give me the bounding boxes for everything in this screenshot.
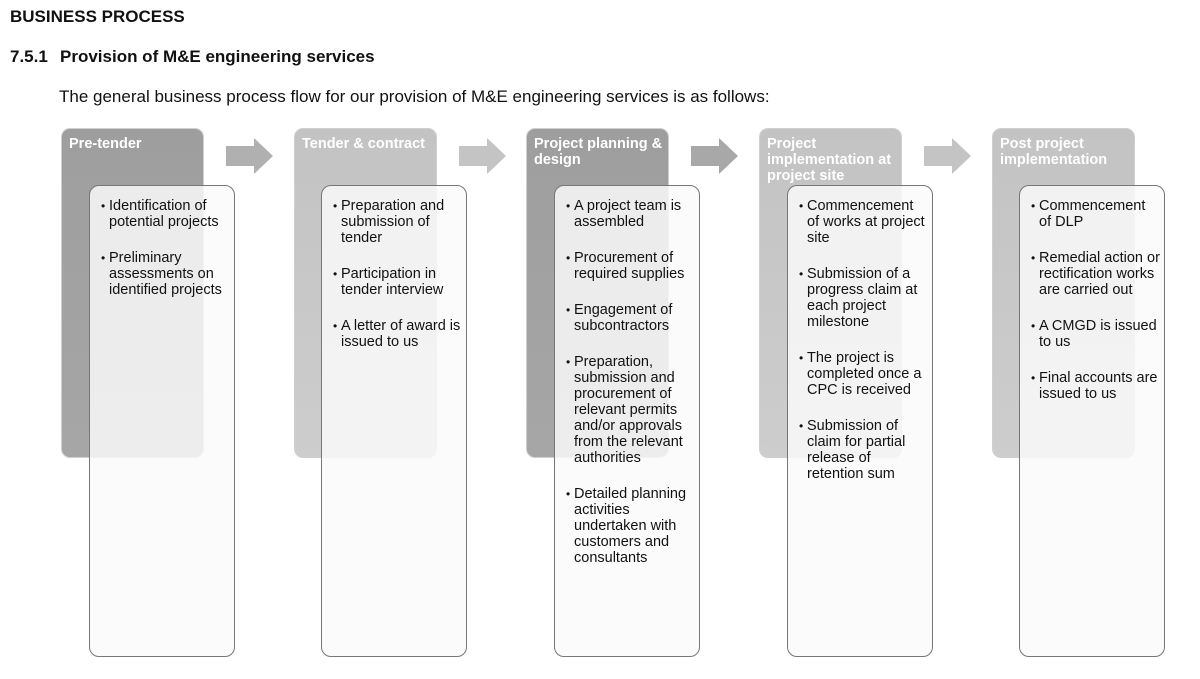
stage-steps-box: Preparation and submission of tender Par… (321, 185, 467, 657)
step-item: Identification of potential projects (101, 198, 230, 230)
stage-title: Pre-tender (69, 136, 142, 152)
step-item: Preliminary assessments on identified pr… (101, 250, 230, 298)
stage-title: Tender & contract (302, 136, 426, 152)
step-item: Commencement of works at project site (799, 198, 928, 246)
stage-steps-box: Identification of potential projects Pre… (89, 185, 235, 657)
step-item: Preparation, submission and procurement … (566, 354, 695, 466)
arrow-right-icon (924, 138, 971, 174)
step-item: Submission of a progress claim at each p… (799, 266, 928, 330)
intro-text: The general business process flow for ou… (59, 87, 770, 106)
stage-steps-box: Commencement of works at project site Su… (787, 185, 933, 657)
step-item: Preparation and submission of tender (333, 198, 462, 246)
step-item: Procurement of required supplies (566, 250, 695, 282)
subsection-number: 7.5.1 (10, 47, 48, 66)
step-item: Commencement of DLP (1031, 198, 1160, 230)
step-item: Submission of claim for partial release … (799, 418, 928, 482)
subsection-title: Provision of M&E engineering services (60, 47, 375, 66)
arrow-right-icon (459, 138, 506, 174)
step-item: The project is completed once a CPC is r… (799, 350, 928, 398)
subsection-heading: 7.5.1 Provision of M&E engineering servi… (10, 47, 375, 67)
step-item: A project team is assembled (566, 198, 695, 230)
arrow-right-icon (691, 138, 738, 174)
step-item: Remedial action or rectification works a… (1031, 250, 1160, 298)
step-item: A letter of award is issued to us (333, 318, 462, 350)
step-item: Detailed planning activities undertaken … (566, 486, 695, 566)
stage-title: Post project implementation (1000, 136, 1108, 168)
stage-steps-box: A project team is assembled Procurement … (554, 185, 700, 657)
stage-steps-box: Commencement of DLP Remedial action or r… (1019, 185, 1165, 657)
stage-title: Project implementation at project site (767, 136, 892, 184)
step-item: Engagement of subcontractors (566, 302, 695, 334)
step-item: A CMGD is issued to us (1031, 318, 1160, 350)
arrow-right-icon (226, 138, 273, 174)
step-item: Participation in tender interview (333, 266, 462, 298)
stage-title: Project planning & design (534, 136, 663, 168)
step-item: Final accounts are issued to us (1031, 370, 1160, 402)
section-title: BUSINESS PROCESS (10, 7, 185, 26)
